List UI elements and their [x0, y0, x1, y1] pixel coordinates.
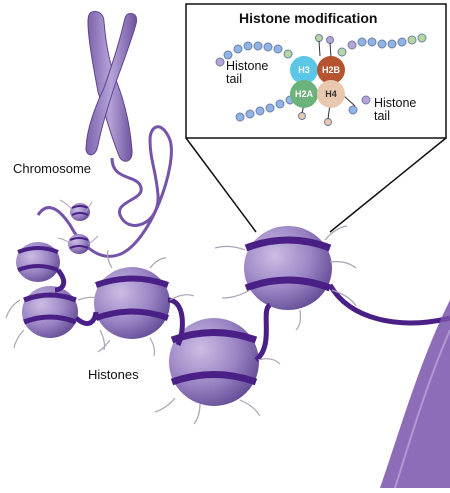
chromatin-fiber — [380, 300, 450, 488]
h2b-label: H2B — [322, 65, 341, 75]
h3-label: H3 — [298, 65, 310, 75]
histone-tail-lines — [57, 199, 99, 247]
chromosome-label: Chromosome — [13, 161, 92, 176]
histones-label: Histones — [88, 367, 139, 382]
h4-label: H4 — [325, 89, 337, 99]
nucleosome — [244, 226, 332, 310]
histone-core — [290, 56, 345, 108]
nucleosome — [22, 286, 78, 338]
h4-subunit — [317, 80, 345, 108]
h3-subunit — [290, 56, 318, 84]
histone-tail-label-right: Histone tail — [374, 96, 417, 124]
chromosome-icon — [85, 11, 137, 162]
small-nucleosome — [68, 234, 90, 254]
histone-tail-lines — [5, 225, 357, 425]
core-labels: H3 H2B H2A H4 — [295, 65, 341, 99]
nucleosome — [169, 318, 259, 406]
h2b-subunit — [317, 56, 345, 84]
small-nucleosome — [70, 203, 90, 221]
h2a-label: H2A — [295, 89, 314, 99]
linker-dna — [54, 268, 450, 362]
callout-line — [329, 137, 447, 233]
h2a-subunit — [290, 80, 318, 108]
histone-tail-label-left: Histone tail — [226, 59, 269, 87]
chromatin-fiber — [36, 125, 173, 258]
histone-tail-beads — [215, 33, 427, 126]
inset-title: Histone modification — [239, 10, 378, 26]
nucleosome — [94, 267, 170, 339]
callout-line — [185, 137, 257, 233]
nucleosome — [16, 242, 60, 282]
